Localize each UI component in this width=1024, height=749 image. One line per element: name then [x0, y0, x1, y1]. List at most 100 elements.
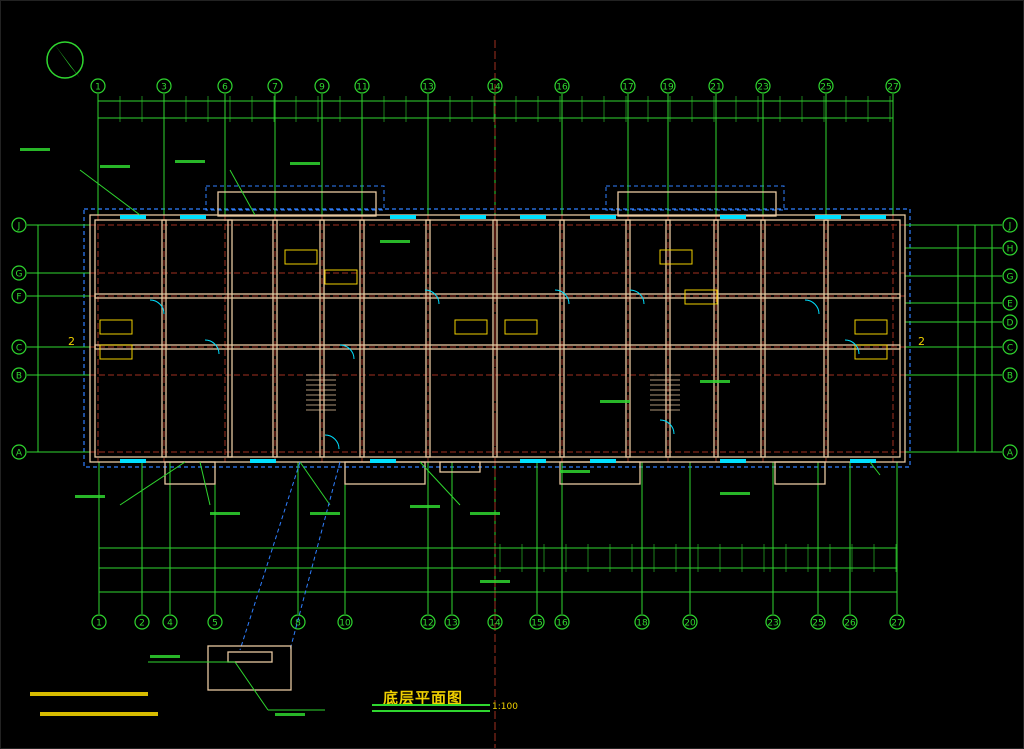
- annotation-text: [600, 400, 630, 403]
- axis-bubble-bottom-label: 2: [139, 619, 145, 629]
- axis-bubble-bottom-circle: [634, 614, 650, 630]
- axis-bubble-top-label: 11: [356, 83, 367, 93]
- fixture: [854, 344, 888, 360]
- axis-bubble-top-circle: [420, 78, 436, 94]
- window: [520, 459, 546, 463]
- north-arrow-icon: [46, 41, 84, 79]
- axis-bubble-right-circle: [1002, 367, 1018, 383]
- axis-bubble-left-circle: [11, 217, 27, 233]
- annotation-text: [470, 512, 500, 515]
- axis-bubble-bottom-label: 14: [489, 619, 501, 629]
- axis-bubble-top-label: 6: [222, 83, 228, 93]
- window: [250, 459, 276, 463]
- axis-bubble-top-label: 3: [161, 83, 167, 93]
- wall: [227, 219, 233, 458]
- axis-bubble-bottom-circle: [91, 614, 107, 630]
- section-mark-label: 2: [918, 335, 925, 348]
- axis-bubble-top-circle: [90, 78, 106, 94]
- building-outline-dashed: [83, 208, 911, 468]
- axis-bubble-right-label: H: [1007, 245, 1014, 255]
- leader-line: [419, 461, 461, 506]
- annotation-text: [380, 240, 410, 243]
- axis-bubble-top-circle: [156, 78, 172, 94]
- axis-bubble-left-label: J: [17, 222, 21, 232]
- axis-bubble-bottom-label: 8: [295, 619, 301, 629]
- balcony-outline-dashed: [605, 185, 785, 211]
- axis-bubble-top-circle: [487, 78, 503, 94]
- wall: [439, 461, 481, 473]
- door-swing: [149, 299, 165, 315]
- axis-bubble-left-label: B: [16, 372, 22, 382]
- door-swing: [659, 419, 675, 435]
- axis-bubble-top-label: 9: [319, 83, 325, 93]
- axis-bubble-bottom-label: 16: [556, 619, 568, 629]
- axis-bubble-right-circle: [1002, 339, 1018, 355]
- window: [520, 215, 546, 219]
- wall: [617, 191, 777, 217]
- wall: [207, 645, 292, 691]
- wall: [319, 219, 325, 458]
- drawing-scale: 1:100: [492, 702, 518, 712]
- axis-bubble-bottom-circle: [765, 614, 781, 630]
- wall: [217, 191, 377, 217]
- fixture: [854, 319, 888, 335]
- axis-bubble-top-label: 27: [887, 83, 898, 93]
- door-swing: [204, 339, 220, 355]
- leader-line: [229, 169, 256, 216]
- axis-bubble-bottom-circle: [554, 614, 570, 630]
- wall: [272, 219, 278, 458]
- axis-bubble-bottom-circle: [162, 614, 178, 630]
- door-swing: [804, 299, 820, 315]
- balcony-outline-dashed: [205, 185, 385, 211]
- note-text: [40, 712, 158, 716]
- annotation-text: [720, 492, 750, 495]
- axis-bubble-top-circle: [267, 78, 283, 94]
- axis-bubble-bottom-circle: [810, 614, 826, 630]
- axis-bubble-bottom-circle: [842, 614, 858, 630]
- wall: [559, 219, 565, 458]
- fixture: [284, 249, 318, 265]
- axis-bubble-bottom-circle: [682, 614, 698, 630]
- axis-bubble-top-circle: [217, 78, 233, 94]
- axis-bubble-top-label: 7: [272, 83, 278, 93]
- wall: [359, 219, 365, 458]
- note-text: [30, 692, 148, 696]
- window: [390, 215, 416, 219]
- leader-line: [869, 461, 881, 476]
- window: [850, 459, 876, 463]
- axis-bubble-right-circle: [1002, 268, 1018, 284]
- leader-line: [79, 169, 141, 216]
- annotation-text: [75, 495, 105, 498]
- axis-bubble-left-label: C: [16, 344, 22, 354]
- axis-bubble-bottom-label: 1: [96, 619, 102, 629]
- door-swing: [324, 434, 340, 450]
- axis-bubble-top-label: 23: [757, 83, 768, 93]
- axis-bubble-left-circle: [11, 367, 27, 383]
- window: [180, 215, 206, 219]
- leader-line: [119, 461, 186, 506]
- window: [720, 459, 746, 463]
- axis-bubble-top-label: 19: [662, 83, 674, 93]
- axis-bubble-left-label: A: [16, 449, 23, 459]
- axis-bubble-top-circle: [354, 78, 370, 94]
- wall: [89, 214, 906, 463]
- window: [120, 459, 146, 463]
- north-arrow-circle: [46, 41, 84, 79]
- axis-bubble-right-label: J: [1008, 222, 1012, 232]
- axis-bubble-bottom-circle: [889, 614, 905, 630]
- axis-bubble-top-label: 21: [710, 83, 721, 93]
- axis-bubble-top-circle: [660, 78, 676, 94]
- wall: [760, 219, 766, 458]
- axis-bubble-left-label: G: [16, 270, 23, 280]
- axis-bubble-bottom-circle: [444, 614, 460, 630]
- wall: [227, 651, 273, 663]
- axis-bubble-right-circle: [1002, 295, 1018, 311]
- annotation-text: [290, 162, 320, 165]
- axis-bubble-top-label: 17: [622, 83, 633, 93]
- axis-bubble-right-circle: [1002, 240, 1018, 256]
- axis-bubble-bottom-label: 13: [446, 619, 457, 629]
- wall: [665, 219, 671, 458]
- axis-bubble-left-circle: [11, 444, 27, 460]
- wall: [713, 219, 719, 458]
- axis-bubble-bottom-label: 25: [812, 619, 823, 629]
